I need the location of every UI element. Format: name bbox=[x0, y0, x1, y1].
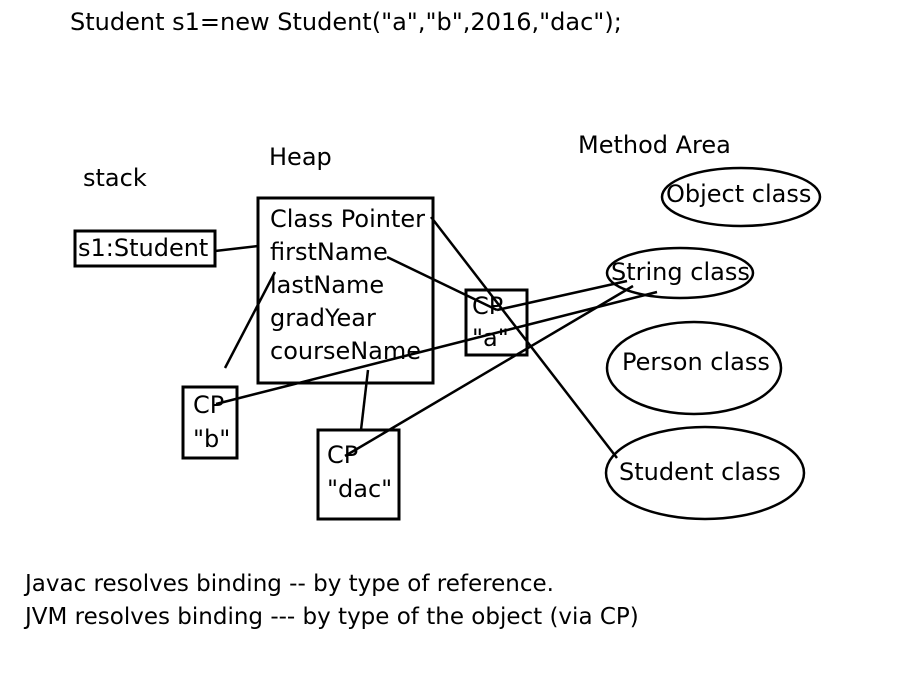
note-jvm: JVM resolves binding --- by type of the … bbox=[23, 604, 639, 630]
heap-field-gradyear: gradYear bbox=[270, 304, 376, 332]
connector-cp-b-to-string-class bbox=[215, 290, 658, 406]
string-class-label: String class bbox=[611, 258, 750, 286]
object-class-ellipse bbox=[660, 166, 822, 228]
method-area-label: Method Area bbox=[578, 131, 731, 159]
cp-box-b-line1: CP bbox=[193, 391, 224, 419]
connector-coursename-to-cp-dac bbox=[359, 369, 370, 431]
heap-label: Heap bbox=[269, 143, 332, 171]
heap-object-box bbox=[256, 196, 435, 385]
person-class-label: Person class bbox=[622, 348, 770, 376]
stack-var-label: s1:Student bbox=[78, 234, 208, 262]
cp-box-b bbox=[181, 385, 239, 460]
cp-box-a bbox=[464, 288, 529, 357]
cp-box-dac-line1: CP bbox=[327, 441, 358, 469]
stack-label: stack bbox=[83, 164, 147, 192]
student-class-label: Student class bbox=[619, 458, 781, 486]
string-class-ellipse bbox=[605, 246, 755, 300]
stack-var-box bbox=[73, 229, 217, 268]
heap-field-coursename: courseName bbox=[270, 337, 421, 365]
heap-field-firstname: firstName bbox=[270, 238, 388, 266]
cp-box-dac-line2: "dac" bbox=[327, 475, 392, 503]
heap-field-lastname: lastName bbox=[270, 271, 384, 299]
connector-cp-dac-to-string-class bbox=[344, 284, 634, 458]
code-line: Student s1=new Student("a","b",2016,"dac… bbox=[70, 8, 622, 36]
connector-firstname-to-cp-a bbox=[386, 255, 498, 312]
note-javac: Javac resolves binding -- by type of ref… bbox=[23, 571, 554, 597]
cp-box-dac bbox=[316, 428, 401, 521]
heap-field-class-pointer: Class Pointer bbox=[270, 205, 425, 233]
connector-stack-to-heap bbox=[214, 244, 259, 253]
person-class-ellipse bbox=[605, 320, 783, 416]
connector-classpointer-to-student-class bbox=[430, 216, 618, 459]
connector-cp-a-to-string-class bbox=[496, 279, 628, 312]
object-class-label: Object class bbox=[666, 180, 811, 208]
connector-lastname-to-cp-b bbox=[223, 271, 277, 369]
student-class-ellipse bbox=[604, 425, 806, 521]
cp-box-b-line2: "b" bbox=[193, 425, 230, 453]
